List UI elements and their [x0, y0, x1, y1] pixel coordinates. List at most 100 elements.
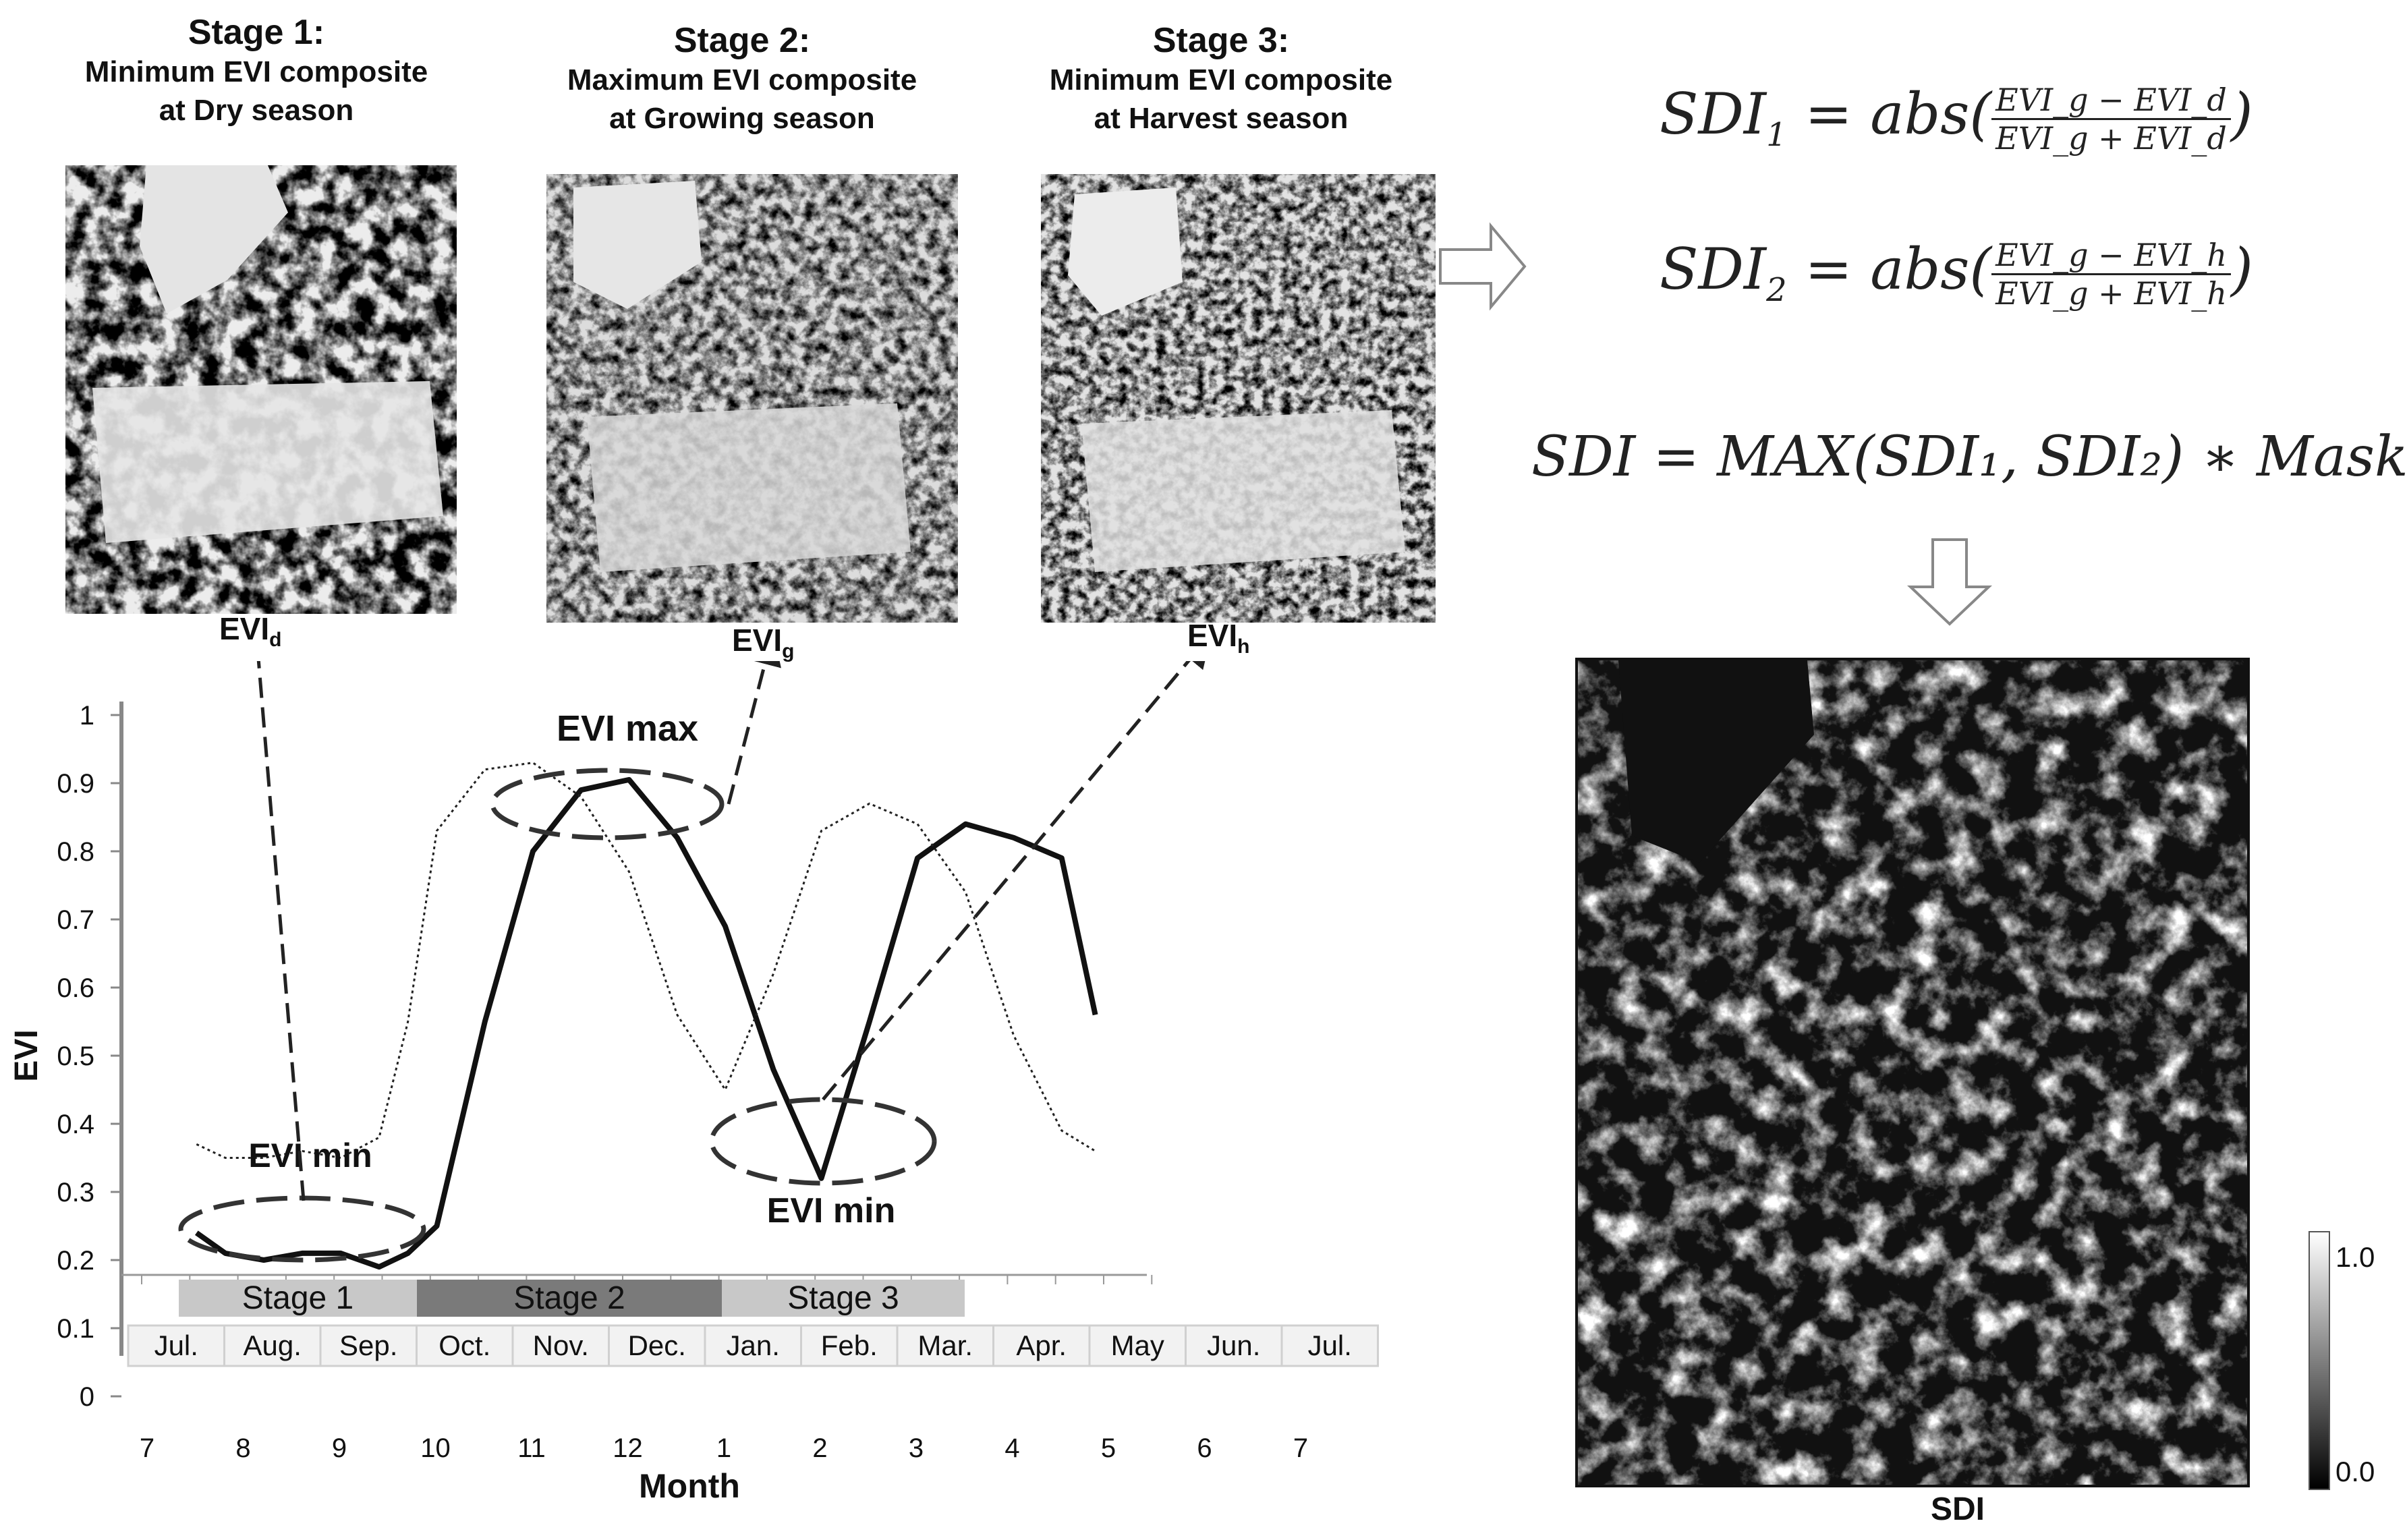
evi-harvest-composite-image	[1041, 174, 1436, 623]
x-month-number: 7	[1293, 1433, 1308, 1463]
x-month-number: 11	[517, 1433, 546, 1463]
arrow-to-evi-h	[822, 661, 1212, 1101]
x-month-number: 2	[812, 1433, 827, 1463]
month-name-label: Jul.	[154, 1330, 198, 1361]
evi-min-dry-label: EVI min	[248, 1137, 372, 1174]
sdi2-lhs: SDI	[1660, 236, 1767, 302]
sdi-map-label: SDI	[1931, 1491, 1985, 1527]
stage1-line2: at Dry season	[159, 94, 354, 127]
month-cell	[1280, 1324, 1379, 1367]
x-month-number: 5	[1101, 1433, 1116, 1463]
stage3-line2: at Harvest season	[1094, 102, 1349, 136]
month-name-label: Feb.	[821, 1330, 878, 1361]
series-lines	[194, 762, 1098, 1270]
evi-h-label: EVIh	[1187, 617, 1249, 658]
colorbar-min-label: 0.0	[2335, 1456, 2375, 1487]
stage2-line1: Maximum EVI composite	[567, 63, 917, 96]
month-cell	[223, 1324, 322, 1367]
y-tick-label: 1	[80, 701, 94, 731]
month-name-label: Jul.	[1308, 1330, 1352, 1361]
evi-h-subscript: h	[1237, 635, 1250, 658]
stage3-line1: Minimum EVI composite	[1049, 63, 1393, 96]
stage2-heading: Stage 2:	[673, 21, 811, 60]
stage2-title: Stage 2: Maximum EVI composite at Growin…	[526, 20, 958, 138]
sdi-map-image	[1575, 658, 2250, 1487]
month-name-label: Sep.	[339, 1330, 397, 1361]
sdi-map-texture	[1578, 660, 2247, 1485]
y-tick-label: 0.3	[57, 1178, 94, 1207]
evi-series-solid-line	[194, 776, 1098, 1270]
evi-growing-composite-image	[546, 174, 958, 623]
month-name-label: Aug.	[244, 1330, 302, 1361]
x-month-number: 9	[332, 1433, 347, 1463]
down-arrow-icon	[1906, 538, 1993, 626]
evi-d-text: EVI	[219, 611, 270, 646]
y-tick-label: 0.9	[57, 769, 94, 799]
right-arrow-icon	[1439, 222, 1527, 311]
x-month-number: 3	[909, 1433, 924, 1463]
evi-h-text: EVI	[1187, 618, 1238, 653]
arrow-to-evi-d	[256, 661, 306, 1201]
month-name-label: Oct.	[438, 1330, 490, 1361]
month-cell	[704, 1324, 802, 1367]
x-month-number: 12	[613, 1433, 643, 1463]
evi-max-ellipse	[490, 768, 725, 840]
stage-bar	[179, 1280, 417, 1317]
month-cell	[319, 1324, 418, 1367]
y-tick-label: 0.6	[57, 973, 94, 1003]
month-name-label: Apr.	[1016, 1330, 1067, 1361]
month-name-table: Jul.Aug.Sep.Oct.Nov.Dec.Jan.Feb.Mar.Apr.…	[127, 1324, 1379, 1367]
sdi1-lhs: SDI	[1660, 81, 1767, 147]
evi-d-label: EVId	[219, 610, 281, 652]
arrow-to-evi-g	[727, 661, 781, 805]
sdi1-operator: = abs(	[1786, 81, 1992, 147]
sdi2-close: )	[2230, 236, 2253, 302]
y-tick-label: 0.2	[57, 1246, 94, 1276]
stage1-heading: Stage 1:	[188, 13, 325, 52]
evi-g-subscript: g	[782, 640, 795, 663]
stage-bar-label: Stage 3	[787, 1280, 899, 1316]
y-tick-label: 0	[80, 1382, 94, 1412]
sdi1-subscript: 1	[1766, 115, 1787, 154]
sdi1-denominator: EVI_g + EVI_d	[1995, 119, 2227, 156]
sdi2-numerator: EVI_g − EVI_h	[1991, 237, 2231, 275]
evi-min-harvest-ellipse	[709, 1097, 937, 1186]
sdi-colorbar	[2309, 1231, 2330, 1490]
x-month-number: 1	[716, 1433, 731, 1463]
stage-bar	[722, 1280, 965, 1317]
x-month-number: 10	[420, 1433, 451, 1463]
sdi1-numerator: EVI_g − EVI_d	[1991, 82, 2231, 120]
stage3-heading: Stage 3:	[1152, 21, 1290, 60]
month-cell	[1185, 1324, 1283, 1367]
y-tick-label: 0.7	[57, 905, 94, 935]
evi-g-text: EVI	[732, 623, 783, 658]
month-cell	[992, 1324, 1091, 1367]
stage-bar-label: Stage 2	[513, 1280, 625, 1316]
x-month-number: 6	[1197, 1433, 1212, 1463]
evi-dry-texture	[65, 165, 457, 614]
month-name-label: Dec.	[628, 1330, 686, 1361]
month-cell	[1088, 1324, 1187, 1367]
evi-min-harvest-label: EVI min	[767, 1191, 896, 1230]
evi-d-subscript: d	[269, 629, 282, 652]
sdi-max-equation: SDI = MAX(SDI₁, SDI₂) ∗ Mask	[1531, 425, 2407, 489]
x-month-number: 7	[140, 1433, 154, 1463]
evi-harvest-texture	[1041, 174, 1436, 623]
y-tick-label: 0.5	[57, 1042, 94, 1071]
month-cell	[608, 1324, 706, 1367]
month-name-label: Jun.	[1207, 1330, 1260, 1361]
month-name-label: May	[1111, 1330, 1164, 1361]
sdi2-operator: = abs(	[1786, 236, 1992, 302]
evi-dry-composite-image	[65, 165, 457, 614]
x-month-number: 8	[235, 1433, 250, 1463]
y-tick-label: 0.4	[57, 1110, 94, 1139]
month-cell	[127, 1324, 225, 1367]
